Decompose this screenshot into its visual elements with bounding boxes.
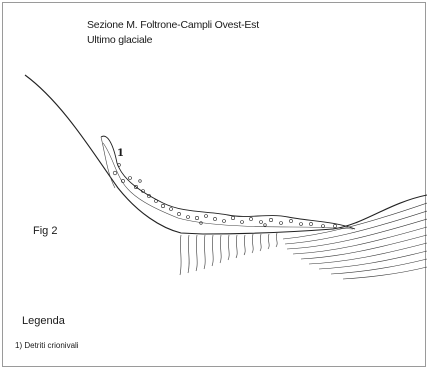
deposit-pebbles [113, 164, 336, 228]
deposit-inner-line [103, 143, 353, 229]
legend-item: 1) Detriti crionivali [15, 341, 79, 350]
bedrock-strata-dipping [283, 203, 427, 279]
deposit-marker: 1 [117, 148, 124, 159]
ground-profile [25, 75, 427, 234]
bedrock-strata-vertical [180, 233, 277, 275]
cross-section-drawing [3, 3, 427, 368]
legend-title: Legenda [22, 315, 65, 327]
deposit-outline [101, 136, 355, 229]
figure-label: Fig 2 [33, 225, 57, 237]
figure-panel: Sezione M. Foltrone-Campli Ovest-Est Ult… [2, 2, 426, 367]
